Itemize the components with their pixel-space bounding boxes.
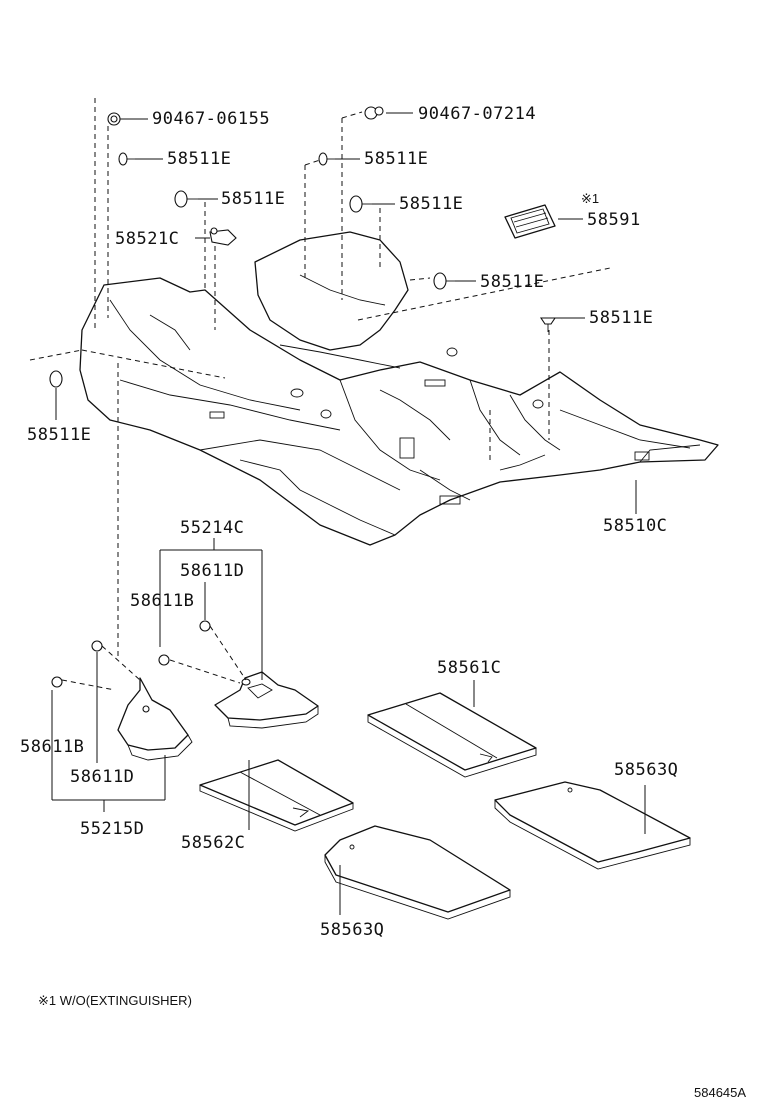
part-label-58563q: 58563Q bbox=[614, 760, 678, 780]
clip-icon bbox=[91, 640, 103, 652]
part-label-90467-06155: 90467-06155 bbox=[152, 109, 270, 129]
pin-fastener-icon bbox=[433, 272, 455, 290]
floor-carpet-illustration bbox=[29, 231, 719, 546]
part-label-58511e: 58511E bbox=[399, 194, 463, 214]
part-label-58591: 58591 bbox=[587, 210, 641, 230]
pin-fastener-icon bbox=[118, 152, 135, 166]
pin-fastener-icon bbox=[349, 195, 372, 213]
part-label-58562c: 58562C bbox=[181, 833, 245, 853]
part-label-55214c: 55214C bbox=[180, 518, 244, 538]
part-label-58511e: 58511E bbox=[364, 149, 428, 169]
plate-icon bbox=[504, 204, 556, 239]
part-label-58521c: 58521C bbox=[115, 229, 179, 249]
note-mark: ※1 bbox=[581, 191, 599, 206]
part-label-58511e: 58511E bbox=[480, 272, 544, 292]
clip-icon bbox=[364, 106, 384, 120]
part-label-58611b: 58611B bbox=[130, 591, 194, 611]
part-label-58511e: 58511E bbox=[221, 189, 285, 209]
floor-mat-rear-left-illustration bbox=[324, 825, 511, 920]
leader-lines bbox=[51, 98, 646, 915]
clip-icon bbox=[199, 620, 211, 632]
pin-fastener-icon bbox=[539, 317, 557, 332]
footrest-fastener-icons bbox=[51, 620, 247, 691]
part-labels: 90467-06155 90467-07214 58511E 58511E 58… bbox=[20, 104, 678, 940]
part-label-90467-07214: 90467-07214 bbox=[418, 104, 536, 124]
footrest-right-illustration bbox=[214, 671, 319, 729]
part-label-58511e: 58511E bbox=[167, 149, 231, 169]
footnote: ※1 W/O(EXTINGUISHER) bbox=[38, 993, 192, 1008]
pin-fastener-icon bbox=[318, 152, 335, 166]
fastener-icons bbox=[49, 106, 557, 388]
part-label-58563q: 58563Q bbox=[320, 920, 384, 940]
clip-c-icon bbox=[209, 227, 237, 246]
diagram-code: 584645A bbox=[694, 1085, 746, 1100]
part-label-58511e: 58511E bbox=[589, 308, 653, 328]
clip-icon bbox=[158, 654, 170, 666]
footrest-left-illustration bbox=[117, 677, 193, 761]
part-label-58510c: 58510C bbox=[603, 516, 667, 536]
part-label-58611d: 58611D bbox=[70, 767, 134, 787]
part-label-58511e: 58511E bbox=[27, 425, 91, 445]
pin-fastener-icon bbox=[49, 370, 63, 388]
floor-mat-front-left-illustration bbox=[199, 759, 354, 832]
clip-icon bbox=[51, 676, 63, 688]
part-label-58611d: 58611D bbox=[180, 561, 244, 581]
part-label-58561c: 58561C bbox=[437, 658, 501, 678]
floor-mat-rear-right-illustration bbox=[494, 781, 691, 870]
part-label-58611b: 58611B bbox=[20, 737, 84, 757]
floor-mat-front-right-illustration bbox=[367, 692, 537, 778]
pin-fastener-icon bbox=[174, 190, 198, 208]
part-label-55215d: 55215D bbox=[80, 819, 144, 839]
clip-icon bbox=[107, 112, 121, 126]
